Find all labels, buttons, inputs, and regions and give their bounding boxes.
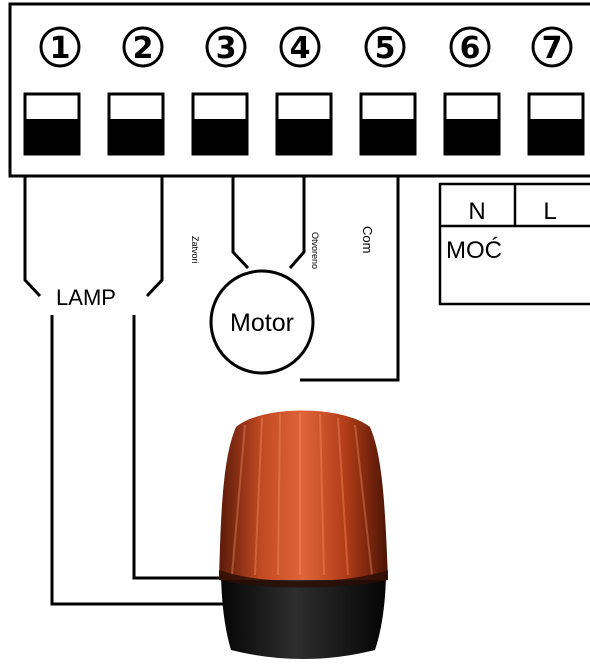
terminal-4: 4 <box>275 26 333 156</box>
power-neutral-label: N <box>468 198 485 225</box>
power-live-label: L <box>543 198 556 225</box>
lamp-dome-ribs <box>231 413 373 576</box>
terminal-6-number: 6 <box>460 31 481 66</box>
terminal-2: 2 <box>107 26 165 156</box>
terminal-7: 7 <box>527 26 585 156</box>
lamp-wires <box>23 176 227 606</box>
motor-wire-zatvori <box>231 176 250 270</box>
terminal-2-screw-fill <box>109 119 163 154</box>
warning-lamp-illustration <box>219 410 388 659</box>
terminal-5-screw-fill <box>361 119 415 154</box>
terminal-2-circle <box>122 26 164 68</box>
zatvori-label: Zatvori <box>190 236 200 264</box>
motor-wires <box>231 176 400 382</box>
otvoreno-label: Otvoreno <box>310 232 320 269</box>
terminal-5: 5 <box>359 26 417 156</box>
com-label: Com <box>360 226 375 253</box>
lamp-wire-2-lower <box>132 315 227 580</box>
terminal-3: 3 <box>191 26 249 156</box>
motor-wire-otvoreno <box>288 176 306 269</box>
terminal-6: 6 <box>443 26 501 156</box>
terminal-3-screw-fill <box>193 119 247 154</box>
lamp-base <box>221 575 386 659</box>
terminal-5-number: 5 <box>375 31 396 66</box>
motor-label: Motor <box>230 309 294 337</box>
terminal-4-number: 4 <box>290 31 311 66</box>
terminal-6-circle <box>449 26 491 68</box>
terminal-4-screw-fill <box>277 119 331 154</box>
motor-wire-com <box>300 176 400 382</box>
terminal-3-number: 3 <box>216 31 237 66</box>
terminal-5-circle <box>364 26 406 68</box>
power-box: N L MOĆ <box>438 182 590 306</box>
lamp-dome <box>219 410 388 580</box>
lamp-wire-1-upper <box>23 176 42 298</box>
terminal-7-screw-fill <box>529 119 583 154</box>
motor-circle <box>209 269 315 375</box>
terminal-7-circle <box>531 26 573 68</box>
terminal-1-number: 1 <box>50 31 71 66</box>
lamp-wire-2-upper <box>145 176 164 298</box>
terminal-7-number: 7 <box>542 31 563 66</box>
lamp-wire-1-lower <box>50 315 227 606</box>
terminal-1-screw-fill <box>25 119 79 154</box>
power-label: MOĆ <box>446 237 502 264</box>
terminal-6-screw-fill <box>445 119 499 154</box>
terminal-block: 1 2 3 4 5 6 <box>8 2 590 178</box>
terminal-3-circle <box>205 26 247 68</box>
lamp-label: LAMP <box>56 285 116 310</box>
terminal-4-circle <box>279 26 321 68</box>
terminal-2-number: 2 <box>133 31 154 66</box>
terminal-1: 1 <box>23 26 81 156</box>
terminal-1-circle <box>39 26 81 68</box>
lamp-dome-rim <box>219 570 388 588</box>
